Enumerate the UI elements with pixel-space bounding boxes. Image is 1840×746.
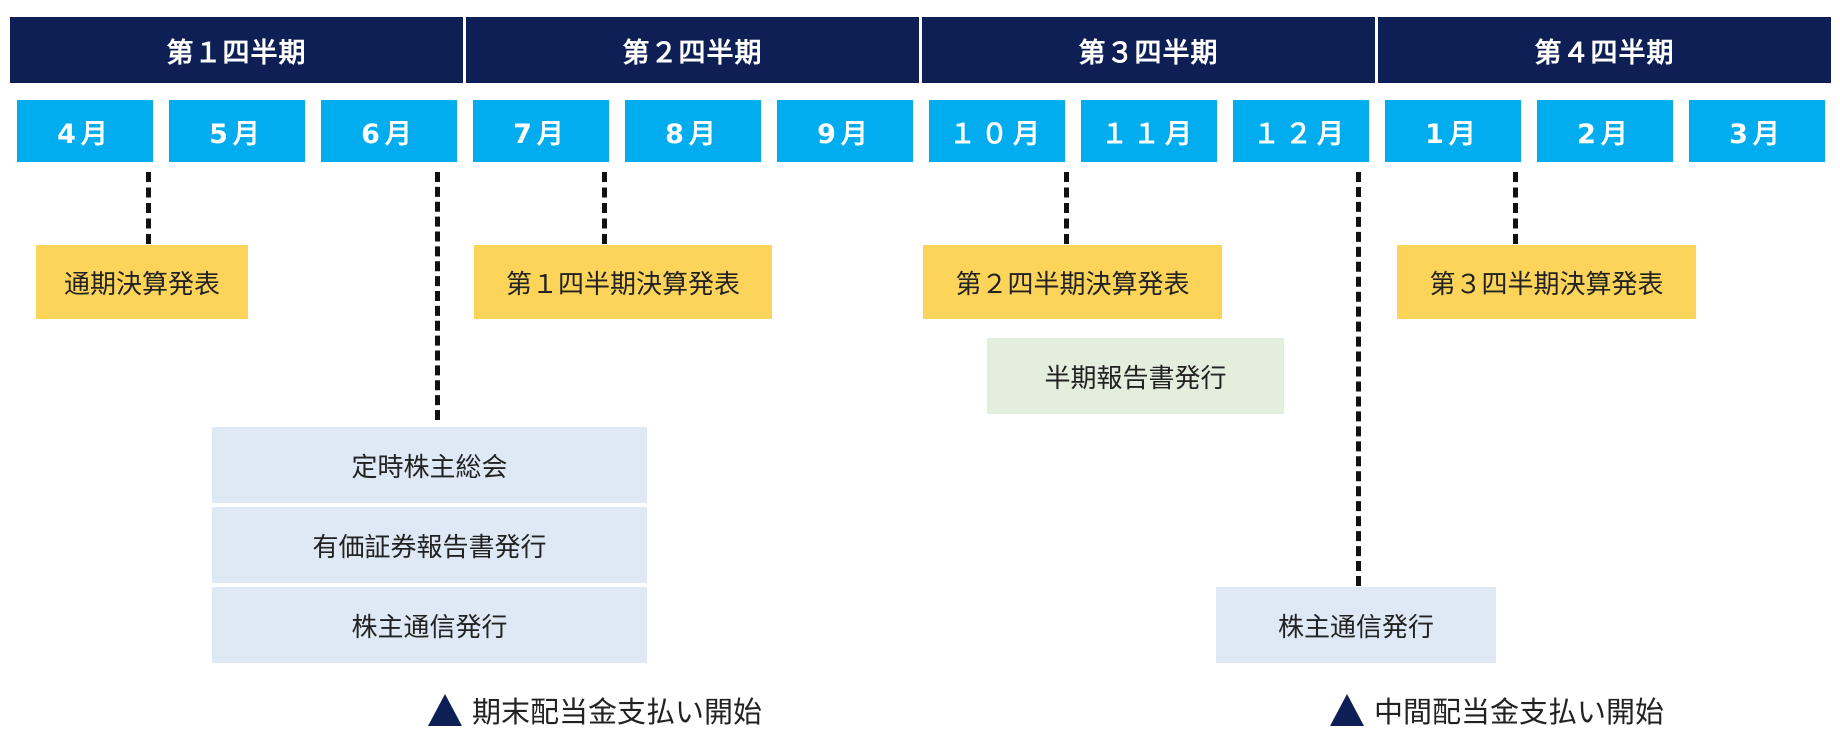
- month-december: １２月: [1233, 100, 1369, 162]
- month-march: 3月: [1689, 100, 1825, 162]
- triangle-marker-icon: [1330, 694, 1364, 726]
- connector-december: [1356, 172, 1361, 586]
- connector-august: [602, 172, 607, 244]
- quarter-header-q1: 第１四半期: [10, 17, 463, 83]
- event-shareholder-newsletter-june: 株主通信発行: [212, 587, 647, 663]
- month-july: 7月: [473, 100, 609, 162]
- note-interim-dividend: 中間配当金支払い開始: [1330, 690, 1664, 730]
- month-april: 4月: [17, 100, 153, 162]
- quarter-header-q2: 第２四半期: [466, 17, 919, 83]
- connector-may: [146, 172, 151, 244]
- event-agm: 定時株主総会: [212, 427, 647, 503]
- event-q2-results: 第２四半期決算発表: [923, 245, 1222, 319]
- month-february: 2月: [1537, 100, 1673, 162]
- connector-june: [435, 172, 440, 420]
- month-june: 6月: [321, 100, 457, 162]
- month-october: １０月: [929, 100, 1065, 162]
- event-q1-results: 第１四半期決算発表: [474, 245, 772, 319]
- triangle-marker-icon: [428, 694, 462, 726]
- month-september: 9月: [777, 100, 913, 162]
- quarter-header-q4: 第４四半期: [1378, 17, 1831, 83]
- quarter-header-q3: 第３四半期: [922, 17, 1375, 83]
- note-year-end-dividend: 期末配当金支払い開始: [428, 690, 762, 730]
- event-securities-report: 有価証券報告書発行: [212, 507, 647, 583]
- event-semiannual-report: 半期報告書発行: [987, 338, 1284, 414]
- event-shareholder-newsletter-december: 株主通信発行: [1216, 587, 1496, 663]
- event-annual-results: 通期決算発表: [36, 245, 248, 319]
- month-may: 5月: [169, 100, 305, 162]
- note-interim-dividend-text: 中間配当金支払い開始: [1374, 695, 1665, 729]
- connector-february: [1513, 172, 1518, 244]
- month-august: 8月: [625, 100, 761, 162]
- month-november: １１月: [1081, 100, 1217, 162]
- note-year-end-dividend-text: 期末配当金支払い開始: [472, 695, 763, 729]
- connector-november: [1064, 172, 1069, 244]
- event-q3-results: 第３四半期決算発表: [1397, 245, 1696, 319]
- month-january: 1月: [1385, 100, 1521, 162]
